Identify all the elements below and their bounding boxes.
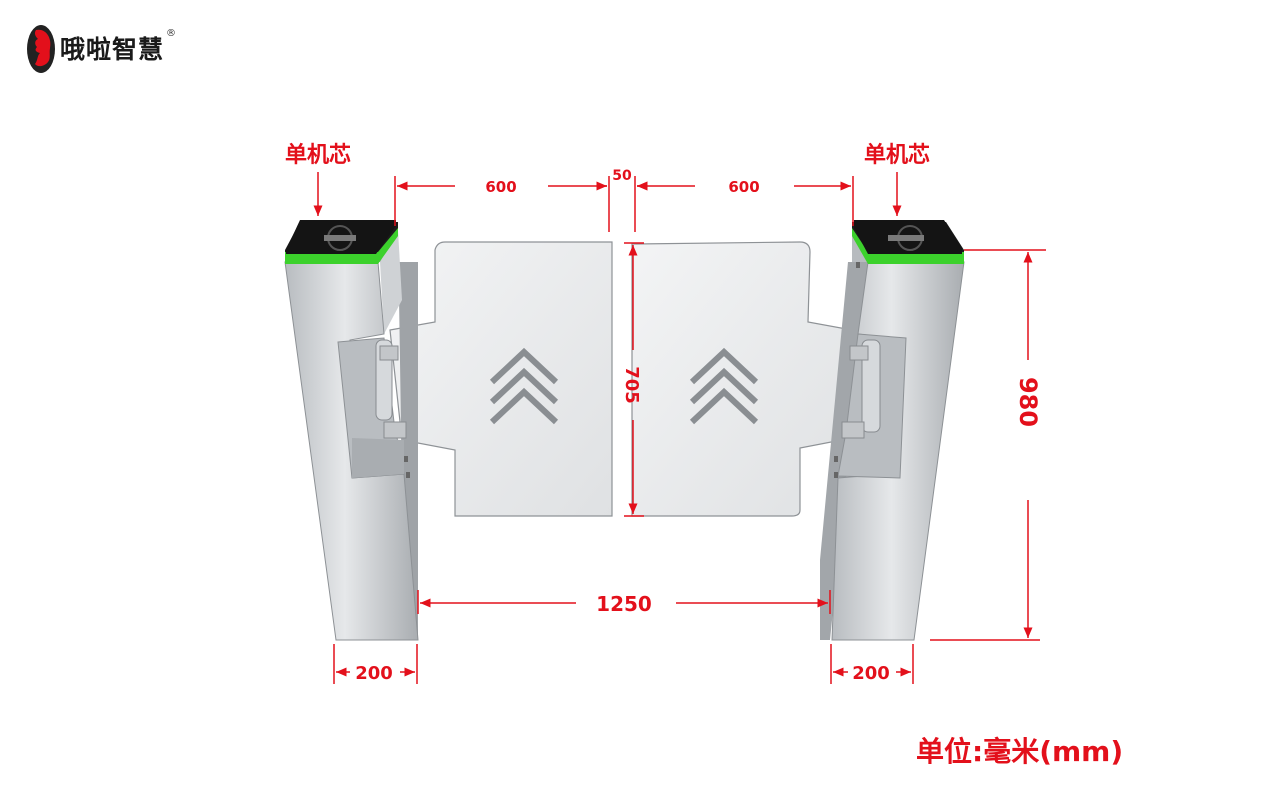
total-height-label: 980 xyxy=(1014,377,1042,427)
right-core-label: 单机芯 xyxy=(864,143,930,168)
registered-mark: ® xyxy=(166,28,177,39)
dimension-lines xyxy=(313,172,1046,684)
right-cabinet-width-label: 200 xyxy=(852,663,890,684)
right-flap-width-label: 600 xyxy=(728,178,759,196)
chevron-up-icon xyxy=(689,347,759,425)
passage-width-label: 1250 xyxy=(596,592,652,616)
left-core-label: 单机芯 xyxy=(285,143,351,168)
left-flap-width-label: 600 xyxy=(485,178,516,196)
chevron-up-icon xyxy=(489,347,559,425)
brand-logo: 哦啦智慧 ® xyxy=(26,22,176,74)
right-glass-flap xyxy=(631,241,853,517)
left-glass-flap xyxy=(389,241,613,517)
red-face-profile-icon xyxy=(27,25,55,73)
gap-width-label: 50 xyxy=(612,168,632,184)
left-cabinet xyxy=(284,220,419,641)
left-cabinet-width-label: 200 xyxy=(355,663,393,684)
flap-height-label: 705 xyxy=(621,366,642,404)
right-cabinet xyxy=(820,220,965,641)
brand-name: 哦啦智慧 xyxy=(60,35,165,64)
unit-note: 单位:毫米(mm) xyxy=(916,735,1124,768)
